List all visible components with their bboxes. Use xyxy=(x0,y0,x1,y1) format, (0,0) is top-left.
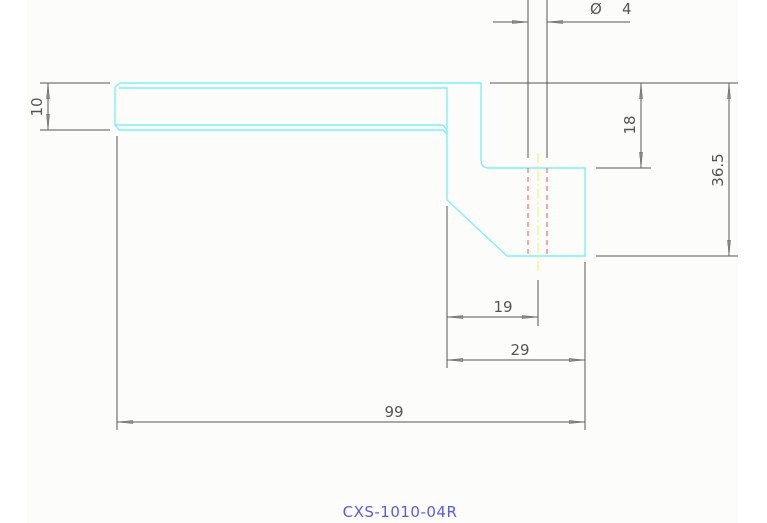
part-number-label: CXS-1010-04R xyxy=(343,503,458,521)
dim-hole-offset: 19 xyxy=(493,298,512,316)
hole-hidden-lines xyxy=(527,168,548,256)
diameter-symbol: Ø xyxy=(590,0,602,18)
dim-hole-diameter: 4 xyxy=(622,0,632,18)
dimension-lines xyxy=(40,0,738,430)
drawing-canvas xyxy=(27,0,738,523)
dim-flange-thickness: 10 xyxy=(28,97,46,116)
dim-total-height: 36.5 xyxy=(709,153,727,186)
dim-step-height: 18 xyxy=(621,115,639,134)
dim-overall-length: 99 xyxy=(384,403,403,421)
dim-base-width: 29 xyxy=(510,341,529,359)
part-profile xyxy=(114,82,586,257)
